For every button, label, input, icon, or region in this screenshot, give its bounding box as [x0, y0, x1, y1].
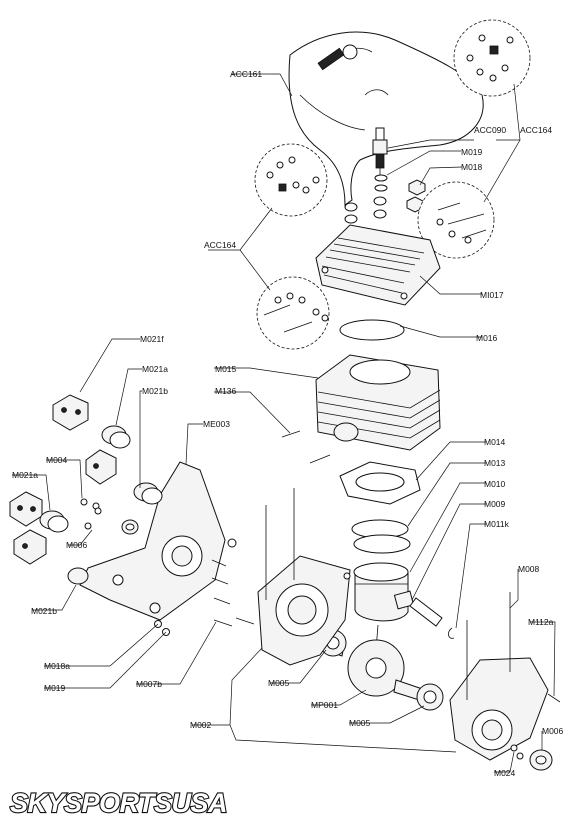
label-m021f: M021f — [140, 334, 164, 344]
label-mp001: MP001 — [311, 700, 338, 710]
label-m014: M014 — [484, 437, 506, 447]
label-m021b: M021b — [31, 606, 57, 616]
wrist-pin-part — [393, 590, 455, 639]
head-nuts-part — [344, 174, 426, 224]
label-m009: M009 — [484, 499, 506, 509]
label-m010: M010 — [484, 479, 506, 489]
crankcase-right-part — [449, 592, 549, 761]
label-m006: M006 — [66, 540, 88, 550]
engine-mount-part — [79, 461, 226, 621]
base-gasket-bore — [355, 472, 405, 492]
small-hardware-part — [510, 693, 561, 771]
label-m136: M136 — [215, 386, 237, 396]
label-m112a: M112a — [528, 617, 554, 627]
label-m008: M008 — [518, 564, 540, 574]
label-acc161: ACC161 — [230, 69, 262, 79]
rubber-mount-part — [39, 510, 69, 533]
label-acc164: ACC164 — [204, 240, 236, 250]
label-m021a: M021a — [142, 364, 168, 374]
hardware-inset-circle — [256, 276, 330, 350]
label-m019: M019 — [44, 683, 66, 693]
label-m024: M024 — [494, 768, 516, 778]
label-m005: M005 — [268, 678, 290, 688]
label-m021b: M021b — [142, 386, 168, 396]
hardware-inset-circle — [417, 181, 495, 259]
rubber-mount-part — [101, 425, 131, 449]
cylinder-head-part — [315, 224, 441, 306]
rubber-mount-part — [85, 449, 117, 485]
spark-plug-part — [372, 127, 388, 175]
main-bearing-part — [416, 683, 444, 711]
label-m021a: M021a — [12, 470, 38, 480]
brand-logo: SKYSPORTSUSA — [10, 788, 227, 818]
label-acc164: ACC164 — [520, 125, 552, 135]
label-acc090: ACC090 — [474, 125, 506, 135]
label-m019: M019 — [461, 147, 483, 157]
rubber-mount-part — [13, 529, 47, 565]
label-m005: M005 — [349, 718, 371, 728]
dowel-pin-part — [281, 430, 331, 464]
rubber-mount-part — [52, 394, 89, 431]
label-m016: M016 — [476, 333, 498, 343]
label-me003: ME003 — [203, 419, 230, 429]
label-m013: M013 — [484, 458, 506, 468]
label-m002: M002 — [190, 720, 212, 730]
rubber-mount-part — [9, 491, 43, 527]
label-m018: M018 — [461, 162, 483, 172]
label-m006: M006 — [542, 726, 564, 736]
label-m015: M015 — [215, 364, 237, 374]
part-labels: ACC161 ACC090 ACC164 M019 M018 ACC164 MI… — [12, 69, 564, 778]
cylinder-part — [315, 354, 441, 451]
label-mi017: MI017 — [480, 290, 504, 300]
piston-ring-part — [353, 534, 411, 554]
crankcase-left-part — [257, 488, 351, 666]
label-m018a: M018a — [44, 661, 70, 671]
piston-part — [353, 562, 409, 622]
hardware-inset-circle — [254, 143, 328, 217]
head-gasket-part — [339, 319, 405, 341]
rubber-mount-part — [67, 567, 89, 585]
label-m004: M004 — [46, 455, 68, 465]
label-m007b: M007b — [136, 679, 162, 689]
rubber-mount-part — [133, 482, 163, 505]
hardware-inset-circle — [453, 19, 531, 97]
shroud-part — [288, 31, 484, 206]
label-m011k: M011k — [484, 519, 510, 529]
leader-lines — [12, 73, 556, 773]
